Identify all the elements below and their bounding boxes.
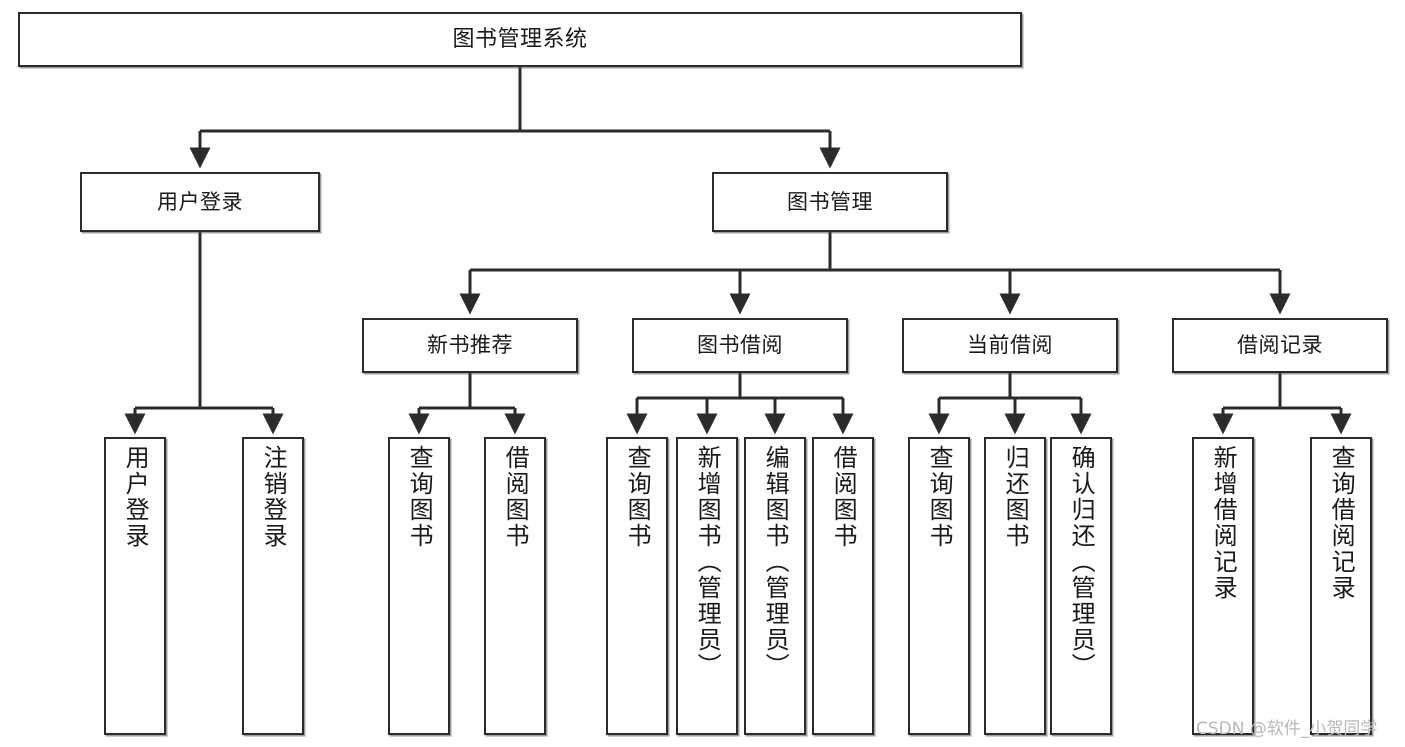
node-leaf-query-book-3[interactable]: 查询图书 bbox=[908, 437, 970, 735]
node-leaf-query-book-2-label: 查询图书 bbox=[623, 445, 652, 549]
node-user-login[interactable]: 用户登录 bbox=[80, 172, 320, 232]
node-leaf-edit-book-label: 编辑图书（管理员） bbox=[761, 445, 790, 679]
node-leaf-borrow-book-1[interactable]: 借阅图书 bbox=[484, 437, 546, 735]
node-leaf-query-book-1[interactable]: 查询图书 bbox=[388, 437, 450, 735]
node-leaf-add-record-label: 新增借阅记录 bbox=[1209, 445, 1238, 601]
node-leaf-return-book[interactable]: 归还图书 bbox=[984, 437, 1046, 735]
node-leaf-add-record[interactable]: 新增借阅记录 bbox=[1192, 437, 1254, 735]
node-book-borrow-label: 图书借阅 bbox=[697, 333, 783, 358]
node-leaf-user-logout-label: 注销登录 bbox=[259, 445, 288, 549]
node-leaf-confirm-return[interactable]: 确认归还（管理员） bbox=[1050, 437, 1112, 735]
node-root[interactable]: 图书管理系统 bbox=[18, 12, 1022, 67]
node-leaf-edit-book[interactable]: 编辑图书（管理员） bbox=[744, 437, 806, 735]
node-current-borrow[interactable]: 当前借阅 bbox=[902, 318, 1118, 373]
node-book-manage[interactable]: 图书管理 bbox=[712, 172, 948, 232]
node-leaf-add-book[interactable]: 新增图书（管理员） bbox=[676, 437, 738, 735]
node-root-label: 图书管理系统 bbox=[452, 26, 588, 52]
node-new-book-recommend[interactable]: 新书推荐 bbox=[362, 318, 578, 373]
node-leaf-query-record[interactable]: 查询借阅记录 bbox=[1310, 437, 1372, 735]
node-leaf-query-book-2[interactable]: 查询图书 bbox=[606, 437, 668, 735]
node-leaf-query-book-1-label: 查询图书 bbox=[405, 445, 434, 549]
node-book-manage-label: 图书管理 bbox=[787, 189, 873, 214]
node-leaf-confirm-return-label: 确认归还（管理员） bbox=[1067, 445, 1096, 679]
node-leaf-user-login-label: 用户登录 bbox=[121, 445, 150, 549]
node-leaf-user-logout[interactable]: 注销登录 bbox=[242, 437, 304, 735]
node-book-borrow[interactable]: 图书借阅 bbox=[632, 318, 848, 373]
node-leaf-add-book-label: 新增图书（管理员） bbox=[693, 445, 722, 679]
node-leaf-query-record-label: 查询借阅记录 bbox=[1327, 445, 1356, 601]
node-borrow-record[interactable]: 借阅记录 bbox=[1172, 318, 1388, 373]
node-current-borrow-label: 当前借阅 bbox=[967, 333, 1053, 358]
node-user-login-label: 用户登录 bbox=[157, 189, 243, 214]
node-leaf-user-login[interactable]: 用户登录 bbox=[104, 437, 166, 735]
node-new-book-recommend-label: 新书推荐 bbox=[427, 333, 513, 358]
node-leaf-borrow-book-1-label: 借阅图书 bbox=[501, 445, 530, 549]
node-leaf-borrow-book-2-label: 借阅图书 bbox=[829, 445, 858, 549]
node-leaf-borrow-book-2[interactable]: 借阅图书 bbox=[812, 437, 874, 735]
node-borrow-record-label: 借阅记录 bbox=[1237, 333, 1323, 358]
node-leaf-return-book-label: 归还图书 bbox=[1001, 445, 1030, 549]
node-leaf-query-book-3-label: 查询图书 bbox=[925, 445, 954, 549]
